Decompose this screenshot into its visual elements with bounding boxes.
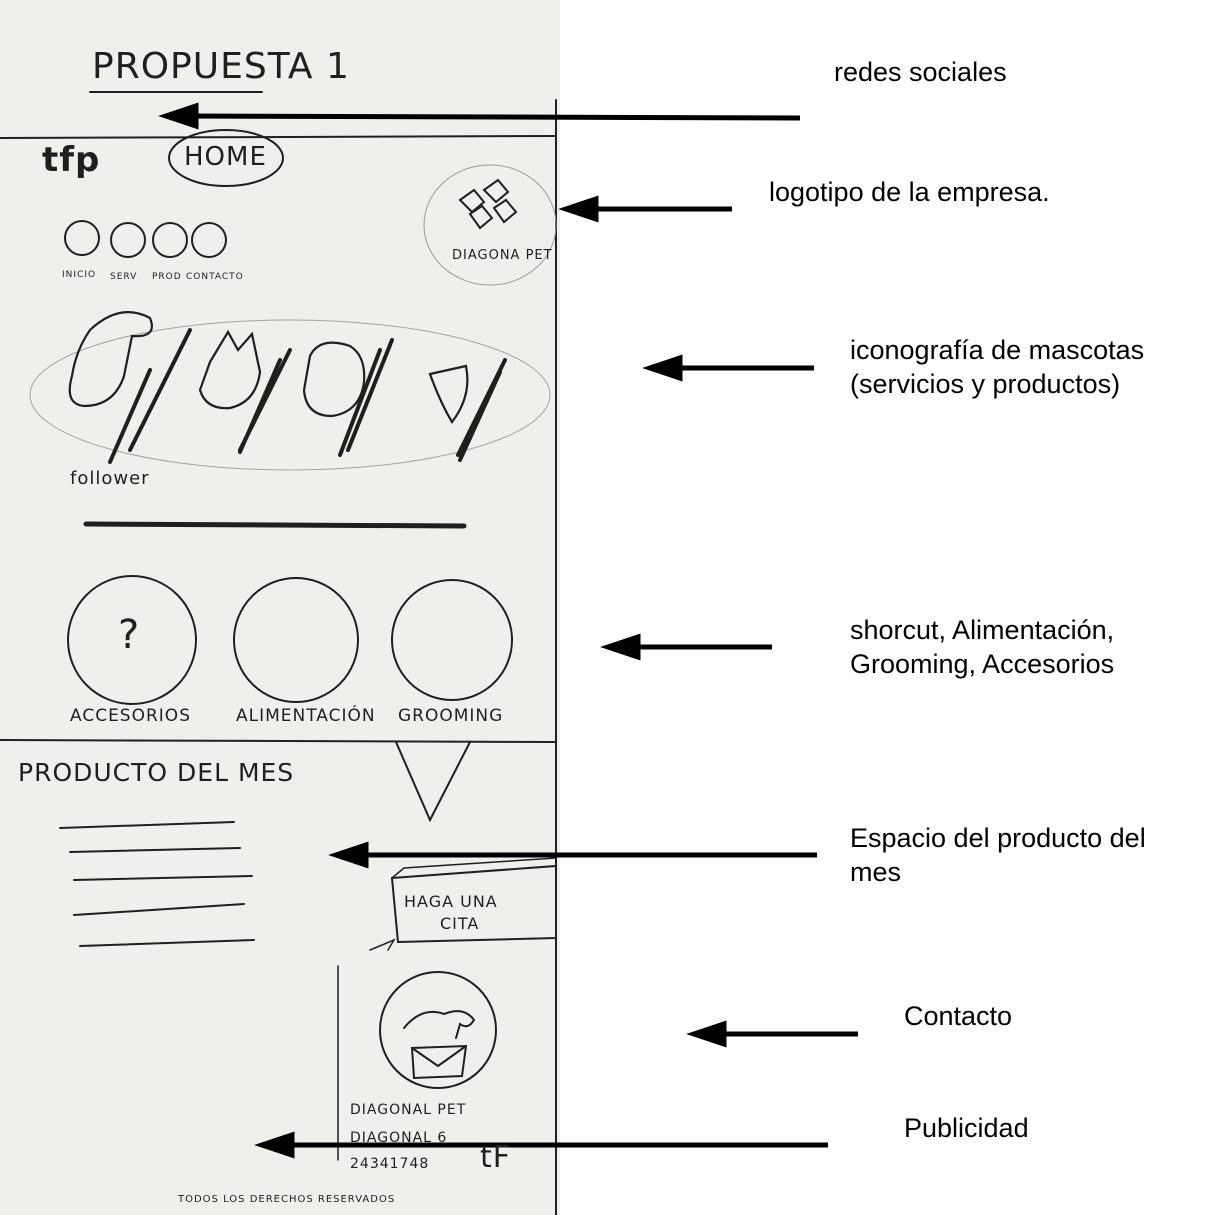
header-rule	[0, 135, 557, 139]
nav-circle-prod	[152, 222, 188, 258]
product-heading: PRODUCTO DEL MES	[18, 758, 295, 787]
shortcut-label-alimentacion: ALIMENTACIÓN	[236, 706, 376, 726]
product-line	[73, 875, 253, 881]
shortcut-circle-grooming	[391, 579, 513, 701]
cursor-scribble	[369, 938, 396, 951]
appointment-box	[390, 864, 557, 944]
pet-icon-bird	[302, 338, 394, 457]
slider-label: follower	[70, 468, 150, 489]
dropdown-triangle	[395, 741, 471, 823]
page-title: PROPUESTA 1	[92, 46, 350, 87]
contact-address: DIAGONAL 6	[350, 1130, 448, 1146]
annotation-ads: Publicidad	[904, 1113, 1029, 1143]
pet-icon-cat	[198, 329, 292, 454]
product-line	[79, 939, 255, 947]
home-oval	[168, 129, 284, 187]
nav-circle-inicio	[64, 220, 100, 256]
contact-circle	[379, 971, 497, 1089]
product-line	[59, 821, 235, 829]
appointment-button-line2[interactable]: CITA	[440, 914, 480, 933]
pet-icon-fish	[428, 358, 507, 462]
nav-label-contacto: CONTACTO	[186, 272, 244, 282]
annotation-pets-line2: (servicios y productos)	[850, 369, 1121, 399]
nav-label-prod: PROD	[152, 272, 182, 282]
contact-phone: 24341748	[350, 1156, 430, 1172]
home-label: HOME	[184, 142, 267, 172]
nav-label-serv: SERV	[110, 272, 138, 282]
annotation-contact: Contacto	[904, 1001, 1013, 1031]
logo-caption: DIAGONA PET	[452, 248, 553, 263]
slider-bar	[83, 521, 467, 529]
nav-circle-contacto	[191, 222, 227, 258]
pet-icon-dog	[68, 311, 192, 464]
contact-dog-icon	[403, 1010, 476, 1039]
annotation-product-line2: mes	[850, 857, 902, 887]
product-line	[73, 903, 245, 916]
contact-name: DIAGONAL PET	[350, 1102, 467, 1118]
annotation-social: redes sociales	[834, 57, 1007, 87]
shortcut-circle-alimentacion	[233, 577, 359, 703]
nav-circle-serv	[110, 222, 146, 258]
shortcut-circle-accesorios	[67, 575, 197, 705]
social-icons: tfp	[42, 140, 101, 180]
product-divider	[0, 739, 557, 743]
annotation-shortcuts-line2: Grooming, Accesorios	[850, 649, 1115, 679]
footer-social-icons: tF	[480, 1140, 512, 1175]
annotation-arrows	[158, 102, 858, 1159]
product-line	[69, 847, 241, 853]
nav-label-inicio: INICIO	[62, 270, 97, 280]
appointment-box-top	[391, 857, 557, 879]
contact-envelope-icon	[410, 1044, 468, 1080]
annotation-shortcuts-line1: shorcut, Alimentación,	[850, 615, 1115, 645]
shortcut-label-grooming: GROOMING	[398, 706, 504, 726]
shortcut-mark: ?	[118, 612, 141, 658]
annotation-logo: logotipo de la empresa.	[769, 177, 1050, 207]
annotation-product-line1: Espacio del producto del	[850, 823, 1146, 853]
slider-oval	[29, 319, 551, 471]
appointment-button-line1[interactable]: HAGA UNA	[404, 892, 498, 911]
logo-mark	[458, 178, 518, 230]
shortcut-label-accesorios: ACCESORIOS	[70, 706, 191, 726]
annotation-pets-line1: iconografía de mascotas	[850, 335, 1145, 365]
logo-oval	[423, 164, 557, 286]
footer-copyright: TODOS LOS DERECHOS RESERVADOS	[178, 1194, 396, 1205]
